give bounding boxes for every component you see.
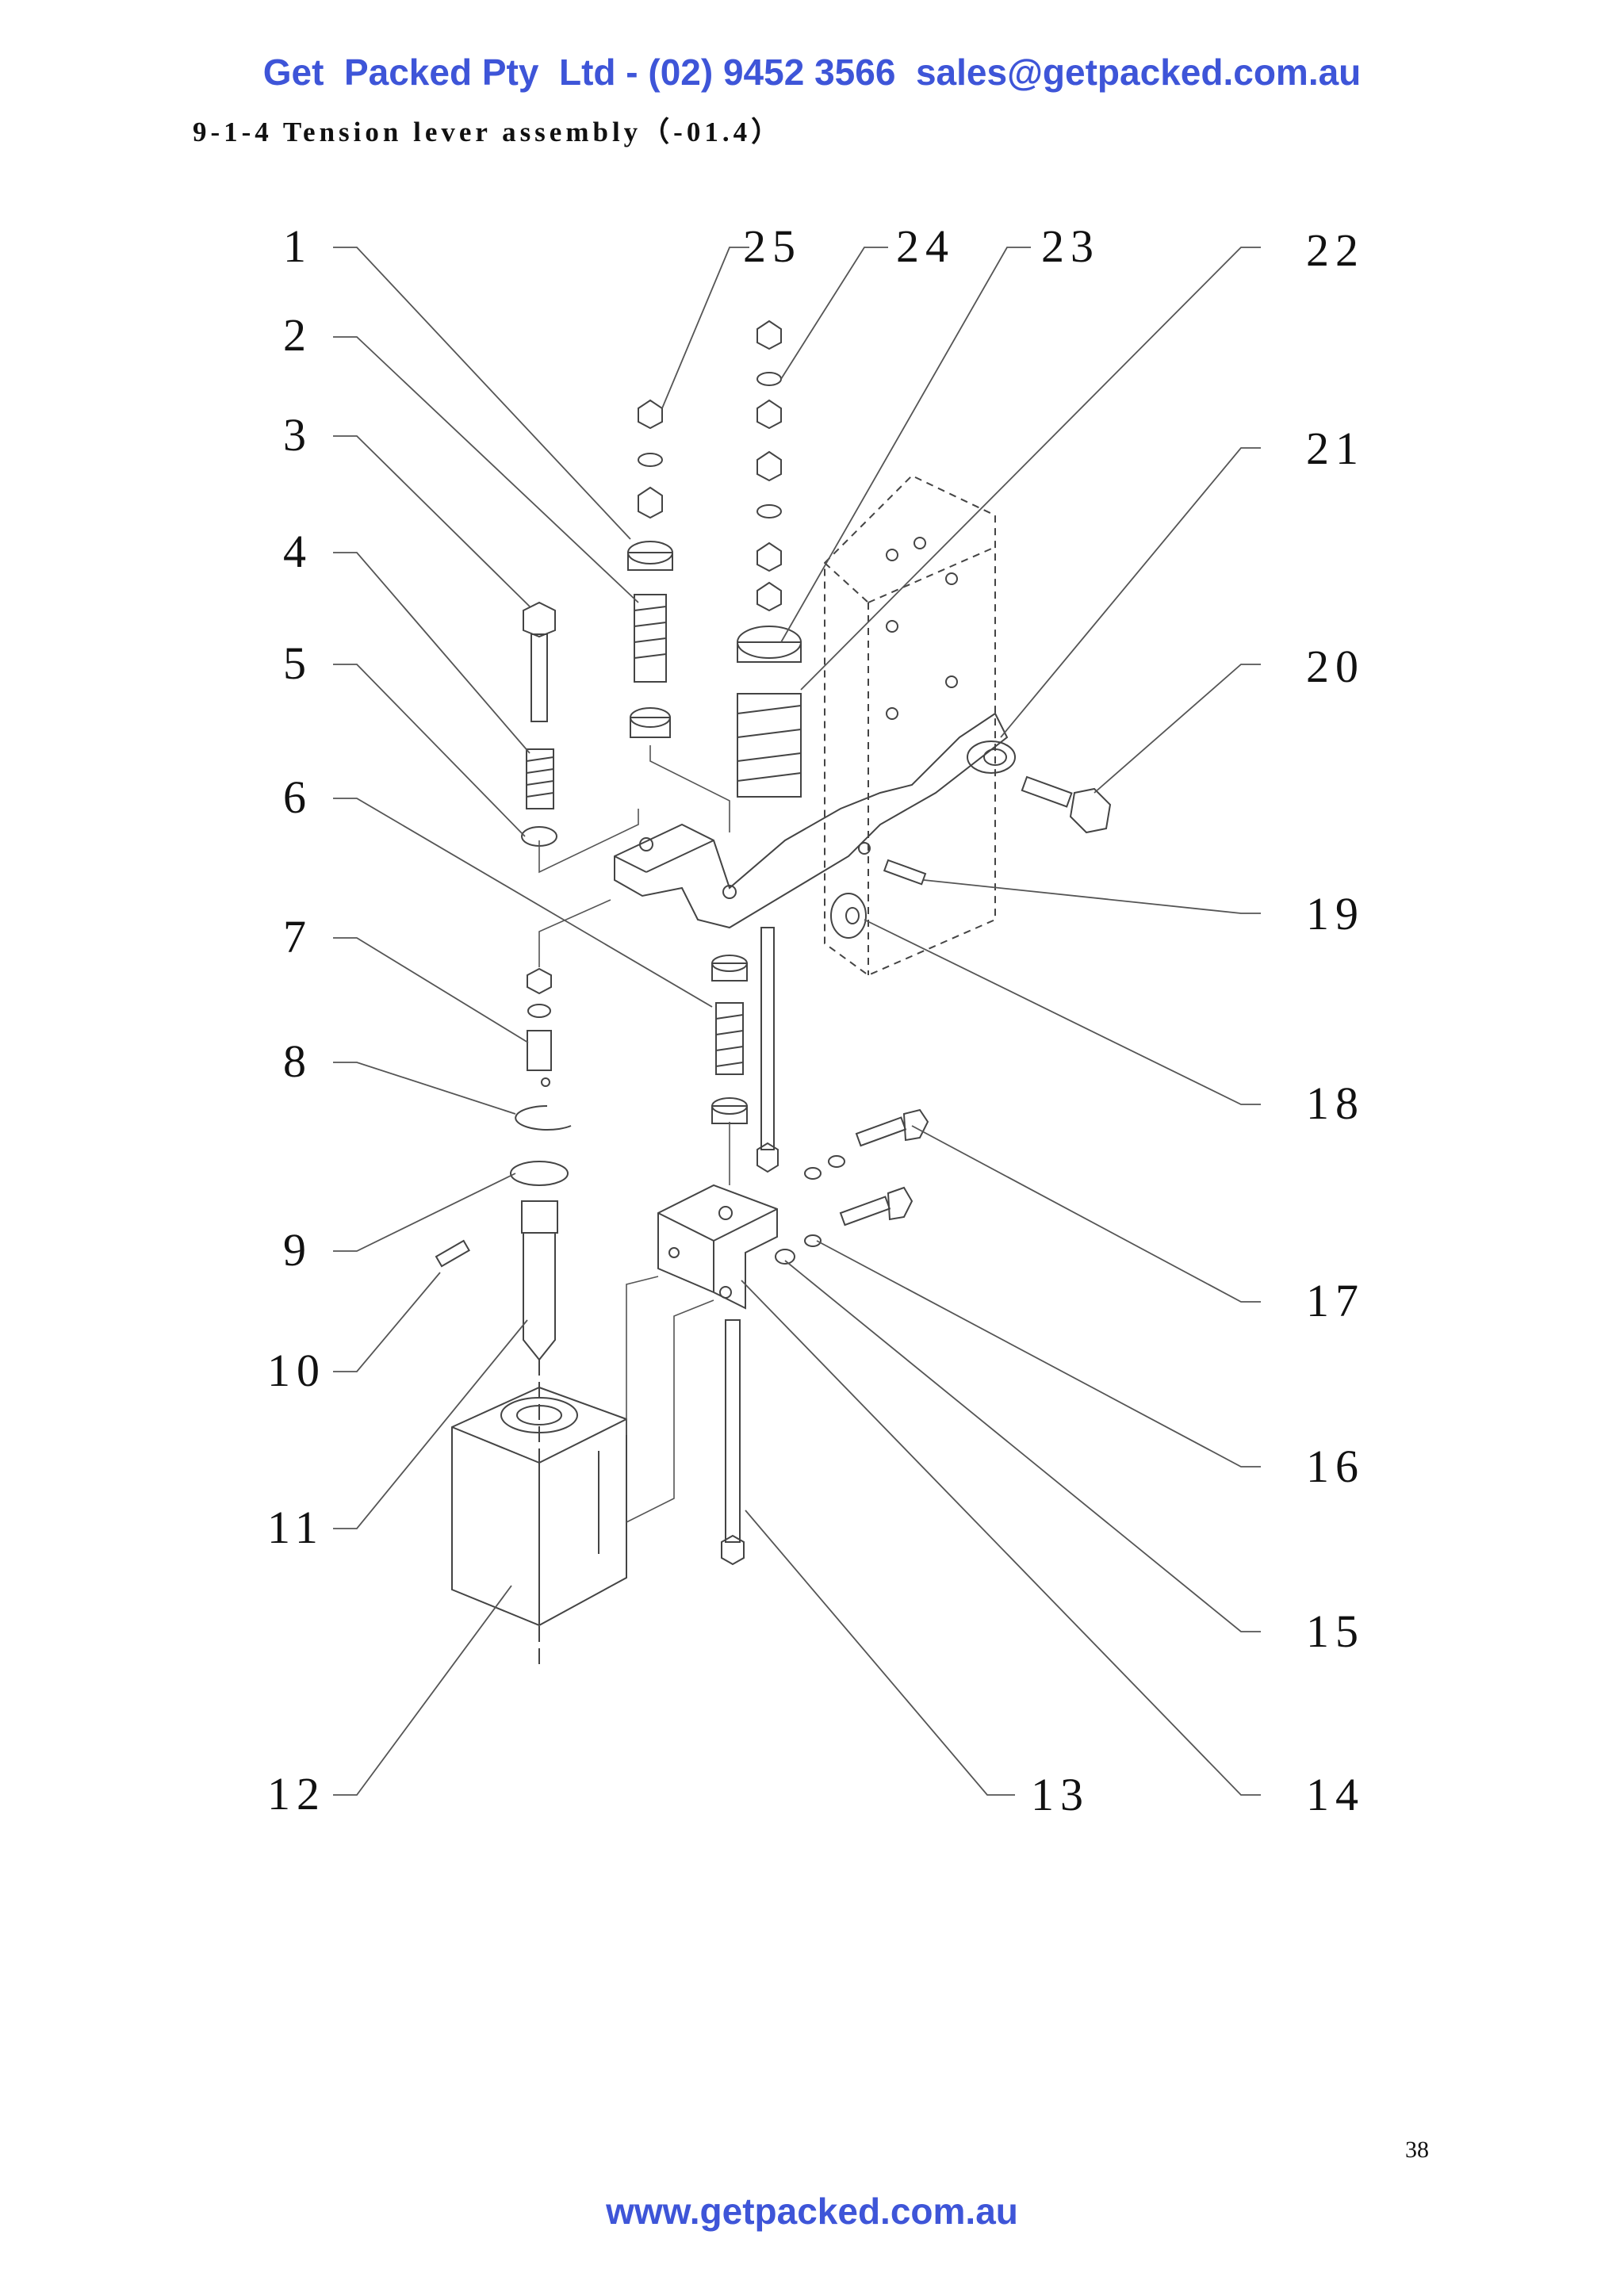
callout-1: 1	[283, 220, 312, 272]
part-small-spring	[526, 748, 554, 809]
part-pin-19	[883, 859, 927, 886]
callout-17: 17	[1306, 1275, 1365, 1326]
callout-18: 18	[1306, 1077, 1365, 1129]
callout-4: 4	[283, 526, 312, 577]
header-contact-line: Get Packed Pty Ltd - (02) 9452 3566 sale…	[262, 52, 1362, 93]
callout-7: 7	[283, 911, 312, 962]
callout-24: 24	[896, 220, 955, 272]
callout-3: 3	[283, 409, 312, 461]
callout-13: 13	[1031, 1769, 1090, 1820]
middle-spring-stack	[711, 955, 748, 1124]
left-spring-stack	[627, 399, 673, 738]
callout-19: 19	[1306, 888, 1365, 939]
part-bolt-20	[1021, 775, 1112, 834]
callout-8: 8	[283, 1035, 312, 1087]
callout-23: 23	[1041, 220, 1100, 272]
callout-12: 12	[267, 1768, 326, 1820]
part-long-rod	[756, 927, 779, 1173]
page-number: 38	[1405, 2137, 1429, 2163]
assembly-guide-lines	[538, 745, 730, 1523]
callout-14: 14	[1306, 1769, 1365, 1820]
callout-10: 10	[267, 1345, 326, 1396]
frame-block	[824, 474, 996, 977]
callout-21: 21	[1306, 423, 1365, 474]
callout-11: 11	[267, 1502, 324, 1553]
callout-5: 5	[283, 637, 312, 689]
section-title: 9-1-4 Tension lever assembly（-01.4）	[193, 117, 783, 147]
callout-20: 20	[1306, 641, 1365, 692]
callout-25: 25	[743, 220, 802, 272]
callout-22: 22	[1306, 224, 1365, 276]
part-bracket-14	[657, 1184, 778, 1310]
callout-15: 15	[1306, 1605, 1365, 1657]
callout-16: 16	[1306, 1441, 1365, 1492]
callout-9: 9	[283, 1224, 312, 1276]
callout-6: 6	[283, 771, 312, 823]
callout-2: 2	[283, 309, 312, 361]
right-spring-stack	[737, 320, 802, 798]
part-rod-13	[721, 1319, 745, 1566]
part-tension-lever	[614, 712, 1016, 929]
part-long-bolt	[523, 601, 556, 722]
footer-website-link[interactable]: www.getpacked.com.au	[606, 2191, 1018, 2232]
plunger-assembly	[435, 967, 572, 1361]
callout-leader-lines	[333, 247, 1261, 1796]
screws-washers	[775, 1108, 929, 1265]
part-bearing-18	[830, 893, 867, 939]
